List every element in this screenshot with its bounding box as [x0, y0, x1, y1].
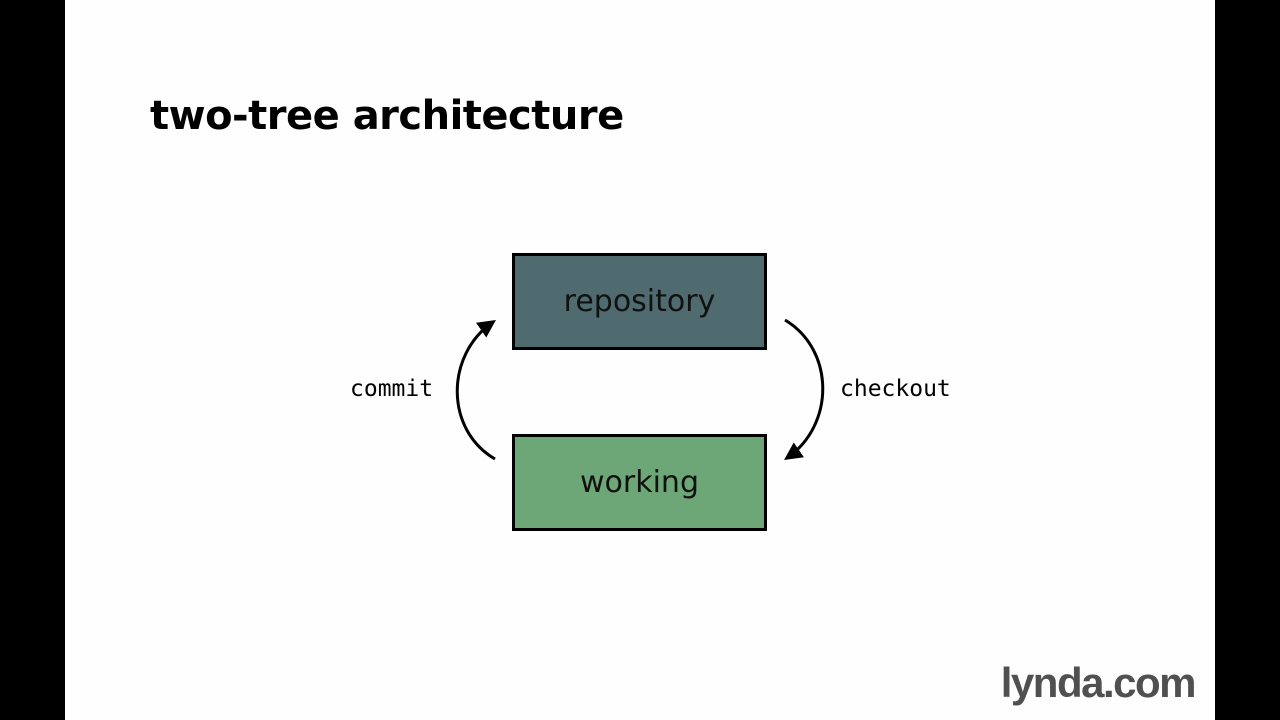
checkout-arrow	[784, 318, 825, 461]
working-node: working	[512, 434, 767, 531]
working-label: working	[580, 465, 699, 500]
lynda-logo: lynda.com	[1000, 659, 1197, 706]
repository-node: repository	[512, 253, 767, 350]
slide-title: two-tree architecture	[150, 93, 624, 139]
commit-arrow	[455, 319, 496, 461]
checkout-label: checkout	[840, 376, 951, 402]
slide: two-tree architecture repository working…	[65, 0, 1215, 720]
commit-label: commit	[350, 376, 434, 402]
diagram-arrows	[455, 318, 825, 461]
repository-label: repository	[563, 284, 716, 319]
